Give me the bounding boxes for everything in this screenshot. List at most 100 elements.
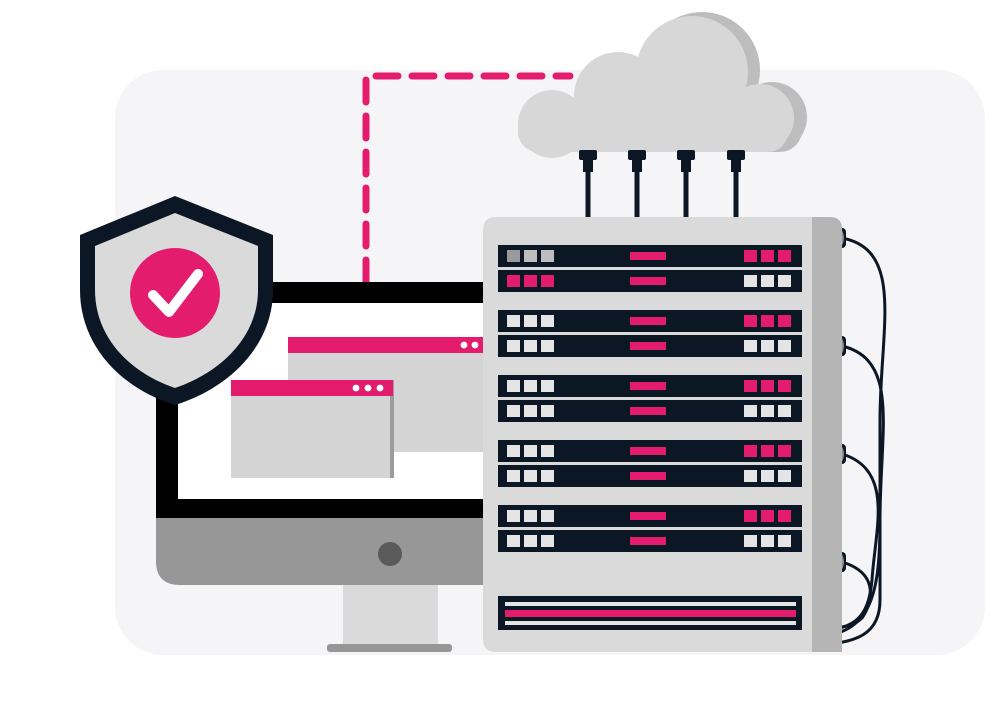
status-led-icon	[761, 340, 774, 352]
server-unit	[498, 400, 802, 422]
status-led-icon	[524, 315, 537, 327]
status-led-icon	[761, 535, 774, 547]
status-led-icon	[507, 445, 520, 457]
cable-plug	[677, 150, 695, 160]
status-led-icon	[541, 470, 554, 482]
network-cable	[807, 236, 887, 647]
status-led-icon	[778, 275, 791, 287]
server-unit	[498, 530, 802, 552]
status-led-icon	[778, 250, 791, 262]
status-led-icon	[541, 340, 554, 352]
status-led-icon	[761, 510, 774, 522]
status-led-icon	[744, 315, 757, 327]
activity-bar	[630, 537, 666, 545]
status-led-icon	[761, 275, 774, 287]
status-led-icon	[524, 470, 537, 482]
status-led-icon	[744, 535, 757, 547]
server-unit	[498, 505, 802, 527]
status-led-icon	[524, 535, 537, 547]
shield-check-icon	[80, 196, 273, 405]
status-led-icon	[507, 380, 520, 392]
window-dot-icon	[352, 384, 360, 392]
cable-plug-neck	[731, 160, 741, 172]
cable-wire	[683, 170, 689, 217]
window-dot-icon	[376, 384, 384, 392]
activity-bar	[630, 407, 666, 415]
status-led-icon	[744, 380, 757, 392]
status-led-icon	[778, 535, 791, 547]
monitor-stand	[343, 580, 438, 646]
rack-units	[498, 245, 802, 552]
window-dot-icon	[471, 341, 479, 349]
status-led-icon	[524, 340, 537, 352]
status-led-icon	[524, 510, 537, 522]
status-led-icon	[541, 315, 554, 327]
server-unit	[498, 440, 802, 462]
cable-plug-neck	[632, 160, 642, 172]
status-led-icon	[507, 340, 520, 352]
window-dot-icon	[460, 341, 468, 349]
status-led-icon	[744, 445, 757, 457]
server-rack-icon	[483, 217, 842, 652]
status-led-icon	[778, 315, 791, 327]
cable-wire	[585, 170, 591, 217]
cable-plug-neck	[583, 160, 593, 172]
status-led-icon	[524, 445, 537, 457]
status-led-icon	[761, 315, 774, 327]
status-led-icon	[761, 470, 774, 482]
status-led-icon	[761, 380, 774, 392]
checkmark-icon	[148, 269, 203, 317]
status-led-icon	[778, 340, 791, 352]
status-led-icon	[524, 380, 537, 392]
server-unit	[498, 310, 802, 332]
app-window-front	[231, 380, 394, 478]
status-led-icon	[524, 250, 537, 262]
status-led-icon	[778, 445, 791, 457]
cable-wire	[634, 170, 640, 217]
status-led-icon	[524, 405, 537, 417]
status-led-icon	[778, 380, 791, 392]
status-led-icon	[744, 250, 757, 262]
status-led-icon	[507, 470, 520, 482]
rack-drive-bay	[498, 596, 802, 630]
activity-bar	[630, 447, 666, 455]
status-led-icon	[761, 445, 774, 457]
status-led-icon	[744, 510, 757, 522]
activity-bar	[630, 252, 666, 260]
check-circle	[130, 248, 220, 338]
activity-bar	[630, 317, 666, 325]
status-led-icon	[541, 275, 554, 287]
window-body	[231, 380, 393, 478]
status-led-icon	[744, 340, 757, 352]
server-unit	[498, 465, 802, 487]
cable-plug	[579, 150, 597, 160]
status-led-icon	[541, 405, 554, 417]
drive-bay-accent	[505, 610, 796, 617]
status-led-icon	[507, 315, 520, 327]
status-led-icon	[524, 275, 537, 287]
window-dot-icon	[364, 384, 372, 392]
status-led-icon	[507, 275, 520, 287]
cable-plug	[727, 150, 745, 160]
activity-bar	[630, 277, 666, 285]
status-led-icon	[507, 405, 520, 417]
status-led-icon	[541, 535, 554, 547]
monitor-chin	[156, 515, 495, 585]
status-led-icon	[778, 405, 791, 417]
status-led-icon	[541, 510, 554, 522]
status-led-icon	[744, 470, 757, 482]
status-led-icon	[744, 405, 757, 417]
cloud-icon	[518, 12, 807, 158]
status-led-icon	[744, 275, 757, 287]
server-unit	[498, 270, 802, 292]
status-led-icon	[761, 250, 774, 262]
status-led-icon	[541, 380, 554, 392]
status-led-icon	[507, 535, 520, 547]
status-led-icon	[541, 445, 554, 457]
status-led-icon	[507, 510, 520, 522]
window-title-bar	[231, 380, 393, 396]
cloud-cable-plugs	[579, 150, 745, 217]
cable-plug-neck	[681, 160, 691, 172]
